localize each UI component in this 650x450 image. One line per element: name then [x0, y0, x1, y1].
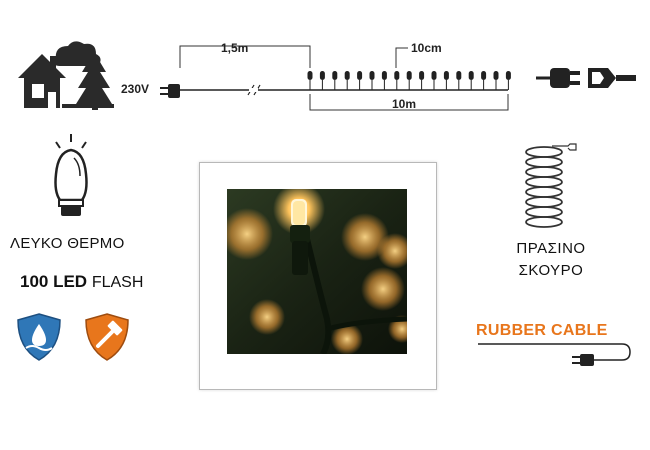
led-bulb-icon — [54, 134, 88, 216]
cable-color-label: ΠΡΑΣΙΝΟ ΣΚΟΥΡΟ — [506, 238, 596, 282]
led-mode: FLASH — [91, 274, 144, 291]
led-bulb-mark — [431, 71, 437, 80]
total-length-label: 10m — [392, 97, 417, 111]
cable-color-line1: ΠΡΑΣΙΝΟ — [516, 240, 586, 257]
led-bulb-mark — [468, 71, 474, 80]
power-plug-icon — [478, 343, 631, 366]
led-bulb-mark — [307, 71, 313, 80]
led-bulb-mark — [394, 71, 400, 80]
indoor-outdoor-icon — [18, 41, 114, 110]
led-count: 100 LED — [20, 272, 88, 291]
product-photo-frame — [199, 162, 437, 390]
led-bulb-mark — [369, 71, 375, 80]
led-bulb-mark — [357, 71, 363, 80]
led-bulb-mark — [481, 71, 487, 80]
led-bulb-mark — [344, 71, 350, 80]
coiled-cable-icon — [525, 143, 577, 228]
led-bulb-mark — [443, 71, 449, 80]
cable-color-line2: ΣΚΟΥΡΟ — [518, 262, 584, 279]
led-bulb-mark — [493, 71, 499, 80]
led-bulb-mark — [505, 71, 511, 80]
led-count-label: 100 LED FLASH — [20, 272, 143, 292]
voltage-label: 230V — [121, 82, 150, 96]
spacing-label: 10cm — [411, 41, 442, 55]
string-light-diagram — [160, 45, 511, 111]
led-bulb-mark — [419, 71, 425, 80]
impact-resistant-shield-icon — [85, 313, 129, 361]
lead-length-label: 1,5m — [221, 41, 249, 55]
led-bulb-mark — [381, 71, 387, 80]
cable-type-label: RUBBER CABLE — [476, 322, 608, 339]
led-bulb-mark — [456, 71, 462, 80]
led-bulb-mark — [332, 71, 338, 80]
extendable-connector-icon — [536, 68, 636, 88]
waterproof-shield-icon — [17, 313, 61, 361]
led-bulb-mark — [406, 71, 412, 80]
light-color-label: ΛΕΥΚΟ ΘΕΡΜΟ — [10, 235, 125, 252]
product-photo — [227, 189, 407, 354]
led-bulb-mark — [319, 71, 325, 80]
